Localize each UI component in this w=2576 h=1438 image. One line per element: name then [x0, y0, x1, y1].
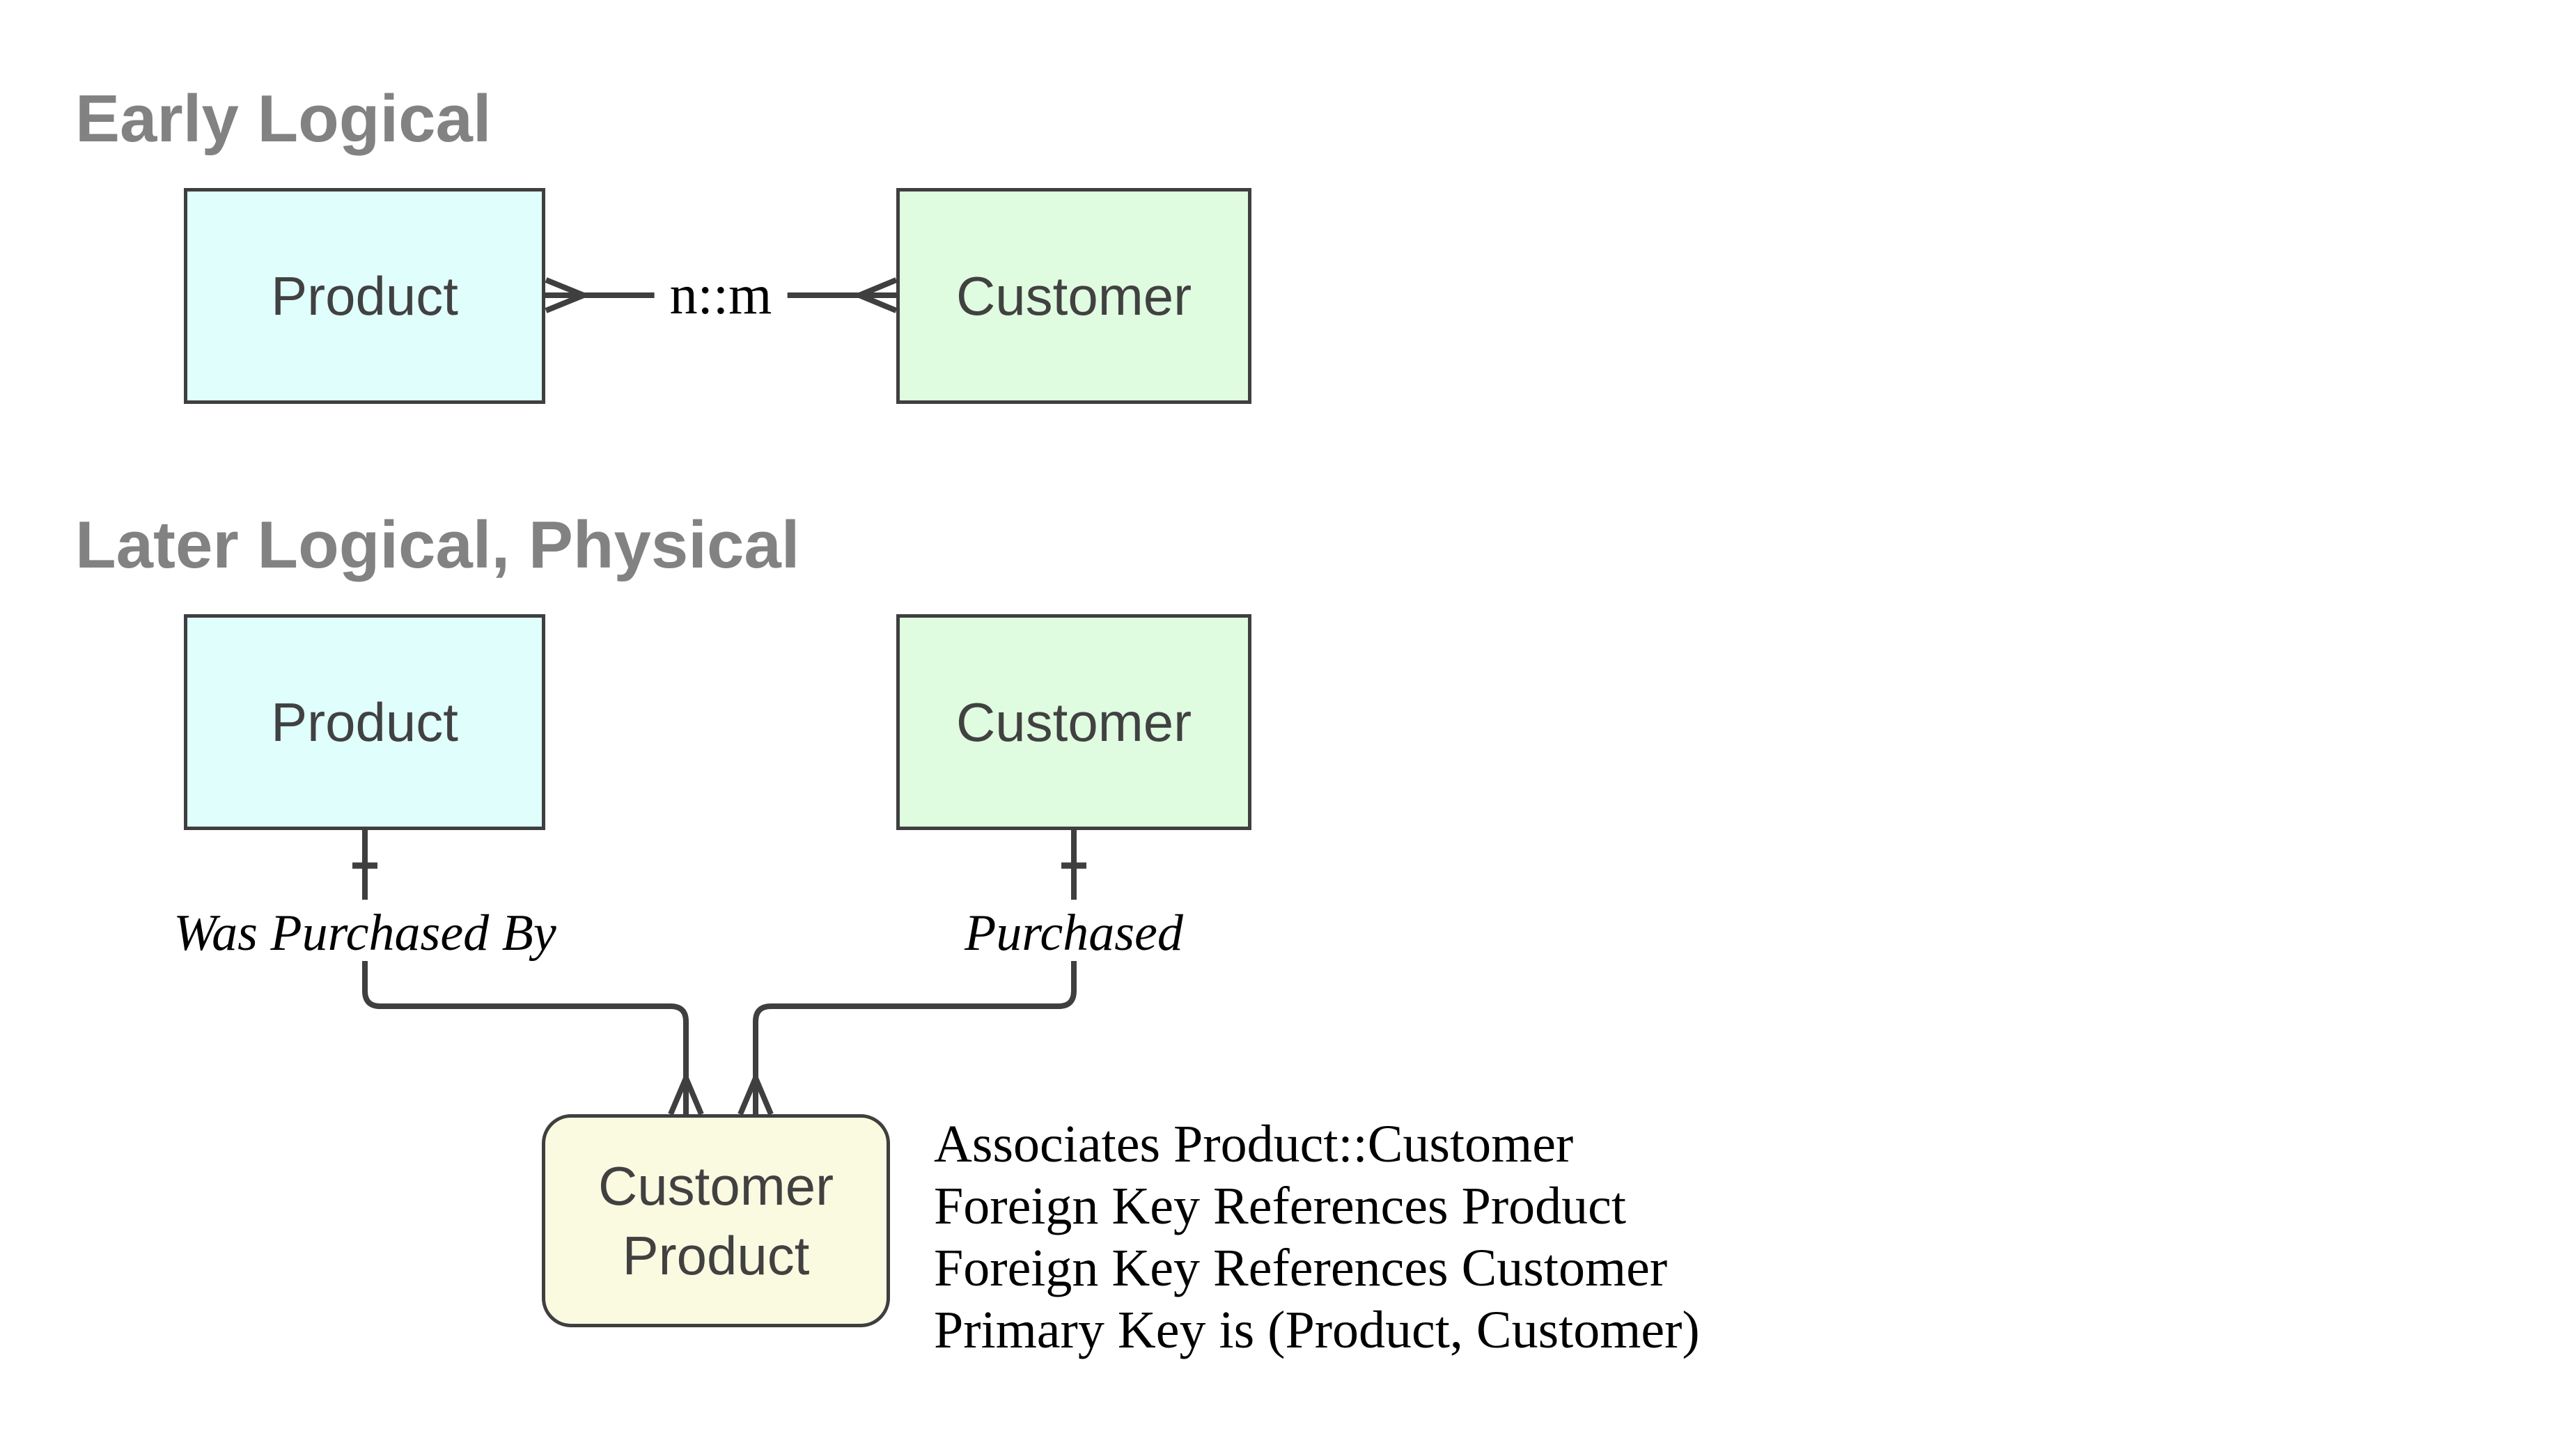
cardinality-label: n::m	[654, 267, 788, 323]
entity-label: Product	[271, 691, 458, 753]
note-line: Associates Product::Customer	[934, 1115, 1574, 1173]
entity-label-line1: Customer	[598, 1155, 834, 1217]
associative-entity-notes: Associates Product::Customer Foreign Key…	[934, 1113, 1700, 1361]
crow-foot-many-icon	[668, 1077, 704, 1116]
product-entity-later: Product	[184, 614, 545, 830]
customer-entity-early: Customer	[896, 188, 1251, 404]
product-role-label: Was Purchased By	[173, 905, 556, 962]
crow-foot-many-icon	[858, 277, 898, 313]
product-to-associative-connector	[362, 961, 689, 1114]
customer-to-associative-connector	[753, 961, 1077, 1114]
note-line: Foreign Key References Customer	[934, 1239, 1668, 1297]
entity-label: Customer	[955, 691, 1192, 753]
crow-foot-many-icon	[737, 1077, 774, 1116]
customer-role-label: Purchased	[965, 905, 1183, 962]
associative-entity-customer-product: Customer Product	[542, 1114, 890, 1327]
product-entity-early: Product	[184, 188, 545, 404]
later-section-title: Later Logical, Physical	[75, 508, 800, 582]
crow-foot-many-icon	[545, 277, 585, 313]
early-section-title: Early Logical	[75, 81, 492, 156]
note-line: Primary Key is (Product, Customer)	[934, 1301, 1700, 1359]
entity-label-line2: Product	[622, 1225, 810, 1286]
customer-entity-later: Customer	[896, 614, 1251, 830]
entity-label: Product	[271, 265, 458, 327]
entity-label: Customer	[955, 265, 1192, 327]
note-line: Foreign Key References Product	[934, 1177, 1627, 1235]
